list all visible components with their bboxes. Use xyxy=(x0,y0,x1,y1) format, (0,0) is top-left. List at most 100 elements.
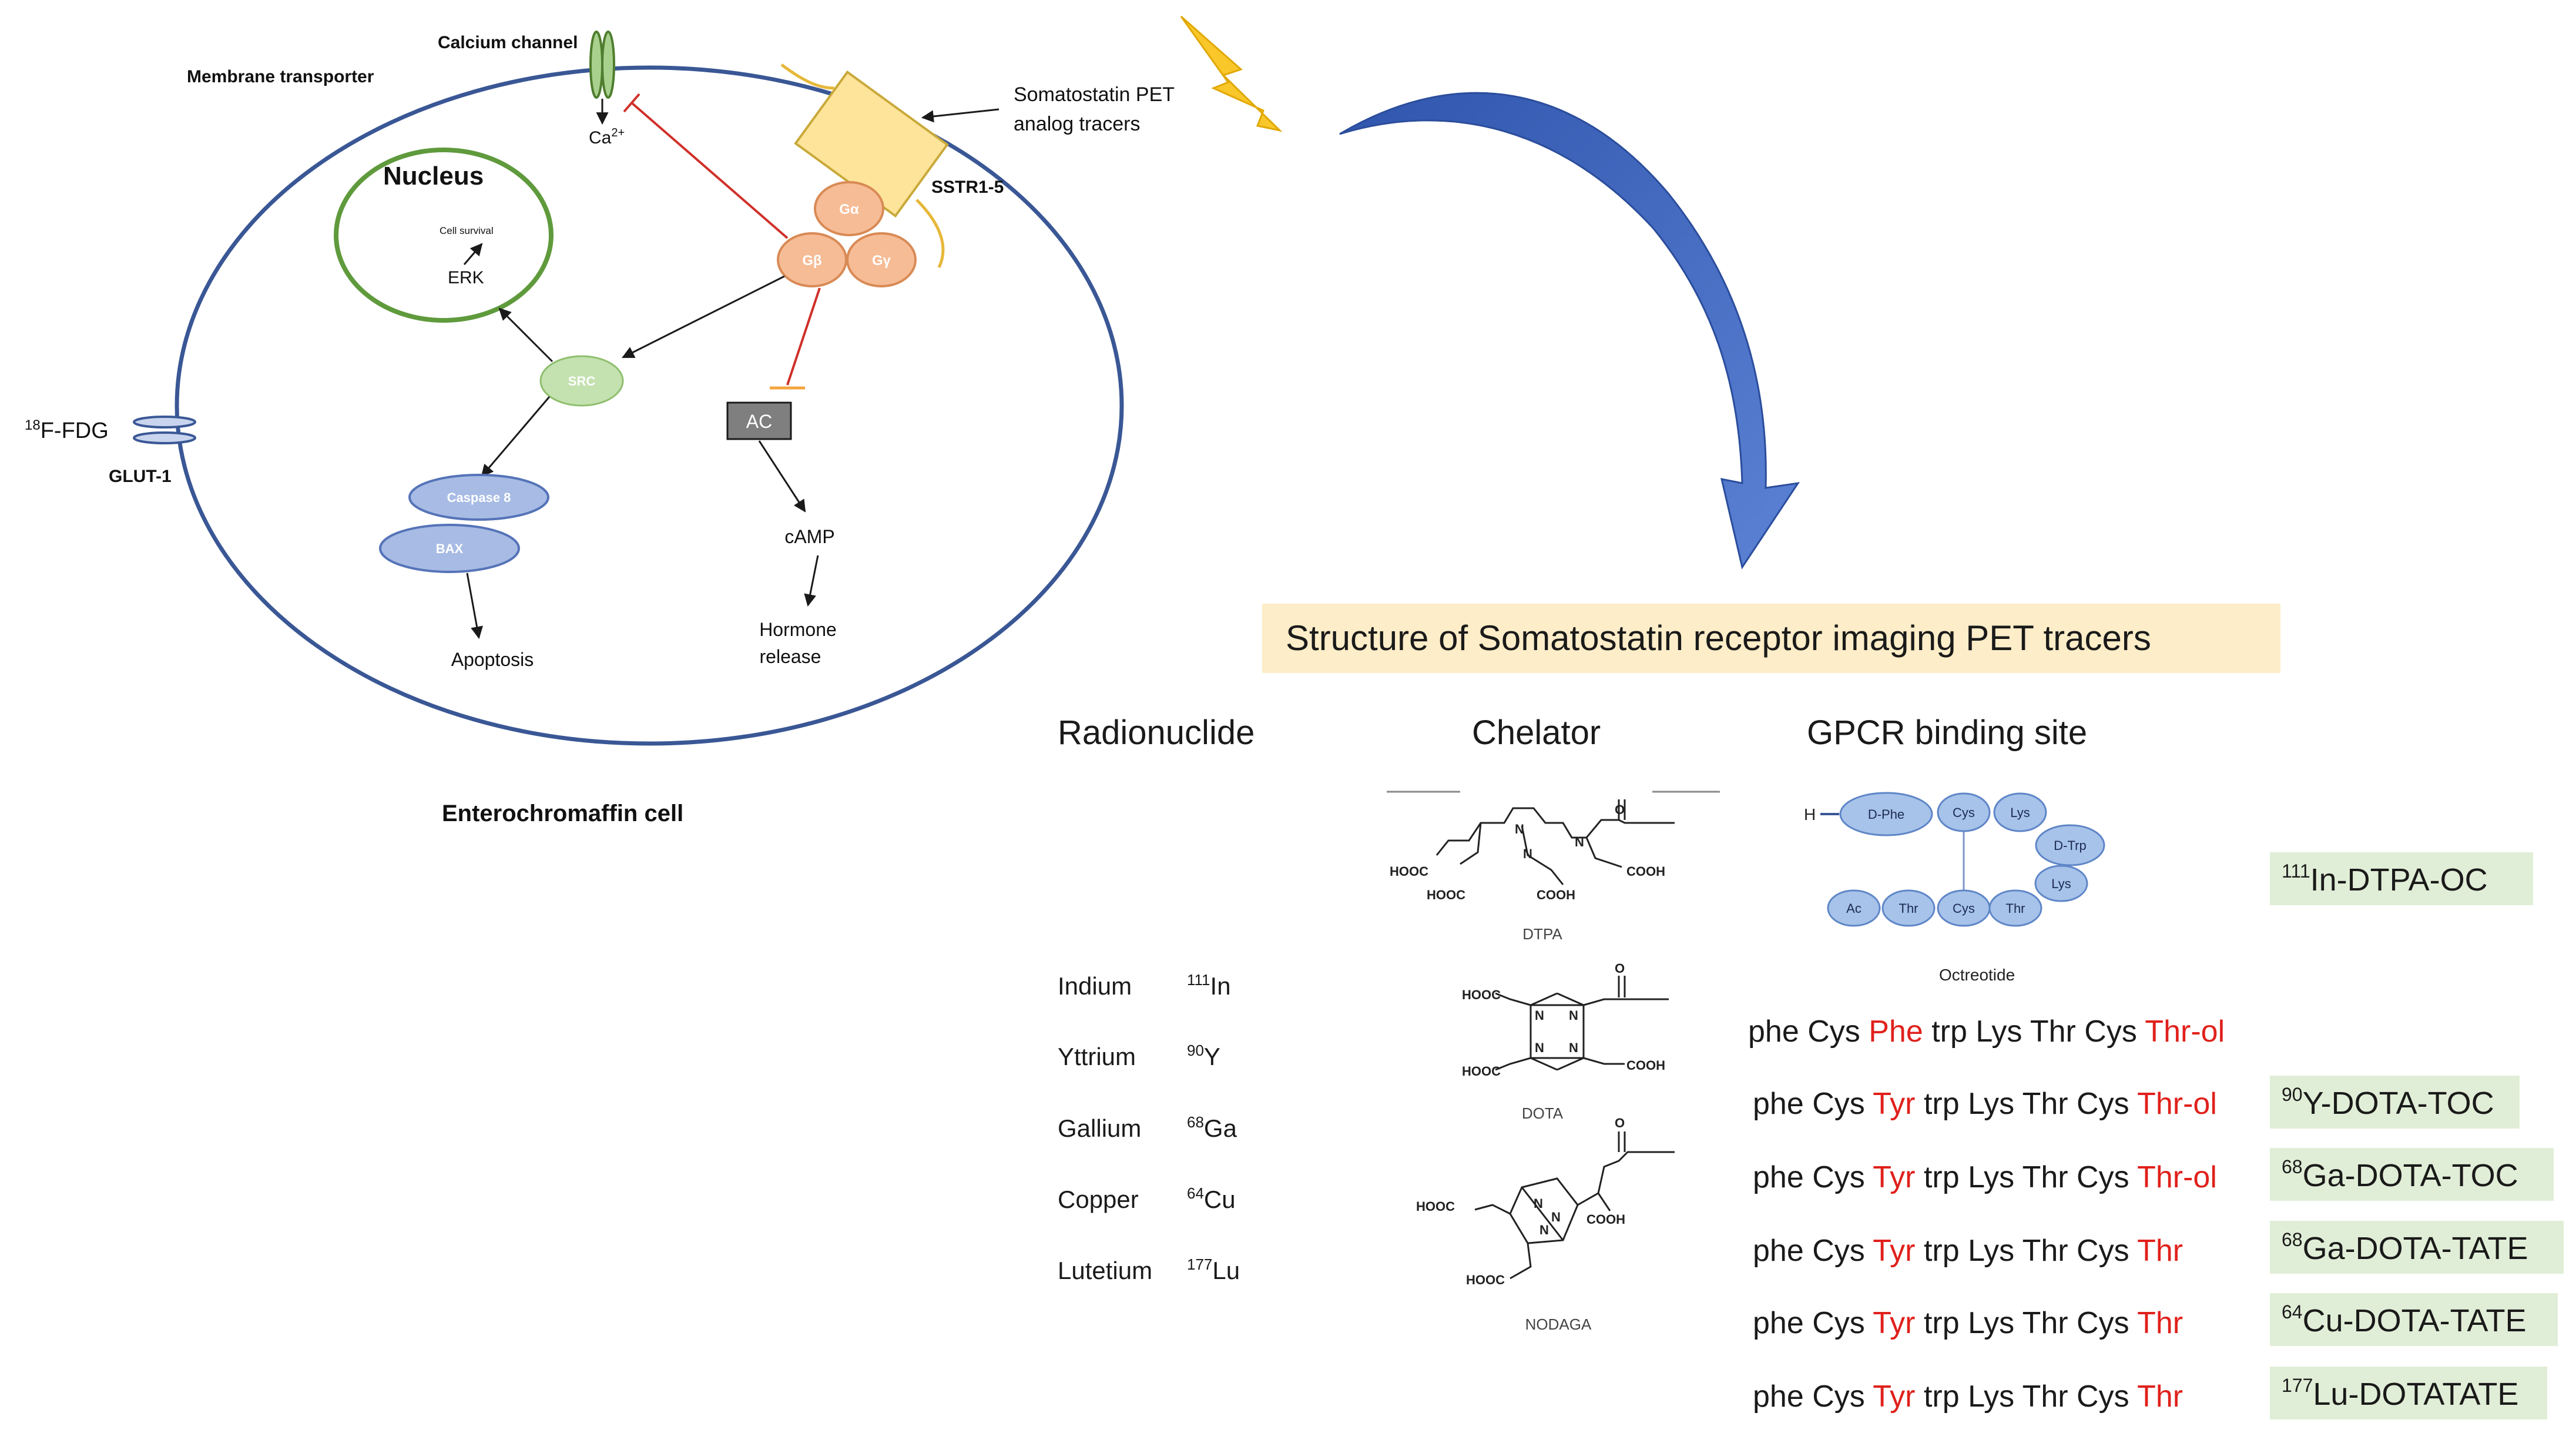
ac-label: AC xyxy=(746,411,772,432)
svg-text:COOH: COOH xyxy=(1586,1212,1625,1227)
caspase-8-node xyxy=(408,474,549,521)
octreotide-residue-label: D-Phe xyxy=(1868,807,1904,822)
tracer-badge xyxy=(2270,1221,2564,1274)
cell-membrane xyxy=(175,65,1124,746)
octreotide-residue xyxy=(2035,824,2105,866)
calcium-channel-icon xyxy=(589,31,615,99)
octreotide-residue xyxy=(1993,792,2047,832)
octreotide-residue-label: Lys xyxy=(2051,876,2071,891)
camp-to-hormone-arrow xyxy=(804,555,819,607)
svg-text:O: O xyxy=(1615,961,1625,976)
svg-text:HOOC: HOOC xyxy=(1462,1064,1501,1079)
tracer-label-line1: Somatostatin PET xyxy=(1014,83,1175,106)
octreotide-residue-label: Ac xyxy=(1846,901,1861,916)
receptor-loop xyxy=(780,63,835,90)
octreotide-residue xyxy=(1937,792,1991,832)
svg-text:O: O xyxy=(1615,1116,1625,1130)
svg-text:H: H xyxy=(1804,805,1816,823)
src-label: SRC xyxy=(568,374,596,389)
tracer-label-line2: analog tracers xyxy=(1014,113,1140,135)
src-to-erk-arrow xyxy=(498,307,554,363)
svg-text:N: N xyxy=(1575,835,1584,849)
g-alpha xyxy=(814,181,884,236)
peptide-sequence: phe Cys Phe trp Lys Thr Cys Thr-ol xyxy=(1748,1015,2225,1049)
octreotide-residue-label: Cys xyxy=(1953,901,1975,916)
dota-labels: O HOOC HOOC COOH N N N N xyxy=(1462,961,1665,1079)
apoptosis-label: Apoptosis xyxy=(451,649,534,670)
tracer-name: 90Y-DOTA-TOC xyxy=(2282,1084,2494,1121)
src-to-caspase-arrow xyxy=(481,396,551,477)
svg-text:N: N xyxy=(1523,846,1532,861)
dota-structure xyxy=(1495,976,1669,1071)
octreotide-residue xyxy=(1937,889,1991,927)
sequence-list: phe Cys Phe trp Lys Thr Cys Thr-ol phe Cy… xyxy=(1748,1015,2225,1414)
svg-text:O: O xyxy=(1615,802,1625,817)
nodaga-caption: NODAGA xyxy=(1525,1315,1592,1333)
tracer-name: 68Ga-DOTA-TOC xyxy=(2282,1156,2518,1193)
nodaga-structure xyxy=(1474,1131,1675,1280)
radionuclide-isotope: 177Lu xyxy=(1187,1256,1240,1284)
nucleus xyxy=(334,148,554,323)
erk-arrow xyxy=(463,243,483,265)
bax-node xyxy=(379,524,520,573)
hormone-label-line1: Hormone xyxy=(759,619,837,640)
octreotide-residue-label: D-Trp xyxy=(2054,838,2086,853)
svg-text:HOOC: HOOC xyxy=(1390,864,1428,879)
camp-label: cAMP xyxy=(784,526,834,547)
tracer-pointer-arrow xyxy=(921,108,999,123)
membrane-transporter-label: Membrane transporter xyxy=(187,67,374,86)
svg-text:N: N xyxy=(1535,1040,1544,1055)
fdg-label: 18F-FDG xyxy=(25,417,109,443)
bax-to-apoptosis-arrow xyxy=(466,573,483,640)
radionuclide-isotope: 90Y xyxy=(1187,1042,1220,1070)
caspase-8-label: Caspase 8 xyxy=(447,490,511,505)
tracer-badge xyxy=(2270,852,2533,905)
peptide-sequence: phe Cys Tyr trp Lys Thr Cys Thr-ol xyxy=(1753,1160,2217,1194)
src-node xyxy=(539,355,624,407)
radionuclide-name: Gallium xyxy=(1058,1114,1141,1142)
dtpa-structure xyxy=(1387,791,1720,885)
sstr-label: SSTR1-5 xyxy=(931,178,1004,197)
peptide-sequence: phe Cys Tyr trp Lys Thr Cys Thr xyxy=(1753,1306,2183,1340)
cell-survival-label: Cell survival xyxy=(440,225,494,236)
tracer-badge xyxy=(2270,1076,2520,1129)
svg-text:N: N xyxy=(1569,1040,1578,1055)
octreotide-residue-label: Cys xyxy=(1953,805,1975,820)
tracer-badge-list: 111In-DTPA-OC90Y-DOTA-TOC68Ga-DOTA-TOC68… xyxy=(2270,852,2564,1419)
peptide-sequence: phe Cys Tyr trp Lys Thr Cys Thr-ol xyxy=(1753,1087,2217,1121)
ac-box xyxy=(726,401,792,440)
svg-text:Gα: Gα xyxy=(839,202,859,217)
radionuclide-isotope: 111In xyxy=(1187,971,1231,1000)
glut-1-label: GLUT-1 xyxy=(109,467,172,486)
octreotide-residue xyxy=(1839,792,1933,836)
receptor-tail xyxy=(915,199,945,269)
transition-arrow-icon xyxy=(1339,92,1800,570)
radionuclide-name: Yttrium xyxy=(1058,1043,1136,1070)
glut-1-transporter-icon xyxy=(133,416,196,444)
svg-text:N: N xyxy=(1534,1196,1543,1211)
svg-text:Gβ: Gβ xyxy=(802,253,821,269)
erk-label: ERK xyxy=(448,268,484,287)
svg-text:COOH: COOH xyxy=(1626,864,1665,879)
radionuclide-isotope: 68Ga xyxy=(1187,1113,1237,1142)
svg-text:COOH: COOH xyxy=(1537,888,1575,902)
lightning-icon xyxy=(1180,15,1283,132)
svg-text:Gγ: Gγ xyxy=(872,253,891,269)
octreotide-residue-label: Thr xyxy=(1899,901,1918,916)
radionuclide-name: Copper xyxy=(1058,1186,1139,1213)
svg-text:N: N xyxy=(1539,1223,1549,1237)
svg-text:N: N xyxy=(1515,822,1524,836)
dtpa-caption: DTPA xyxy=(1522,925,1562,943)
tracer-badge xyxy=(2270,1367,2547,1419)
dota-caption: DOTA xyxy=(1522,1104,1564,1122)
peptide-sequence: phe Cys Tyr trp Lys Thr Cys Thr xyxy=(1753,1380,2183,1414)
cell-caption: Enterochromaffin cell xyxy=(442,801,683,826)
tracer-name: 68Ga-DOTA-TATE xyxy=(2282,1229,2528,1266)
calcium-ion-label: Ca2+ xyxy=(589,126,625,148)
g-gamma xyxy=(846,232,917,287)
panel-title: Structure of Somatostatin receptor imagi… xyxy=(1286,618,2151,658)
svg-text:HOOC: HOOC xyxy=(1427,888,1465,902)
octreotide-residue xyxy=(1881,889,1936,927)
